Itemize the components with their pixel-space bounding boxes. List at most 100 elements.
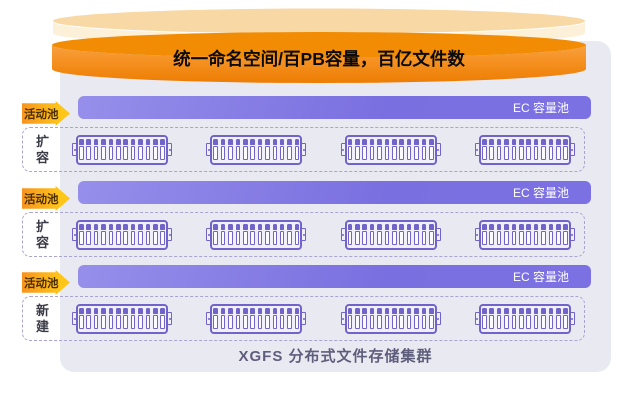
active-pool-label: 活动池	[24, 277, 59, 290]
disk-slot-icon	[123, 139, 128, 160]
disk-slot-icon	[86, 139, 92, 160]
storage-server-icon	[206, 134, 307, 165]
disk-slot-icon	[79, 308, 84, 329]
disk-slot-icon	[489, 308, 495, 329]
disk-slot-icon	[548, 308, 554, 329]
disk-slot-icon	[504, 308, 509, 329]
disk-slot-icon	[429, 224, 434, 245]
disk-slot-icon	[116, 224, 121, 245]
disk-slot-icon	[526, 139, 531, 160]
disk-slot-icon	[257, 308, 263, 329]
disk-slot-icon	[235, 139, 241, 160]
disk-slot-icon	[93, 139, 99, 160]
disk-slot-icon	[250, 308, 255, 329]
disk-slot-icon	[369, 139, 375, 160]
disk-slot-icon	[116, 308, 121, 329]
disk-slot-icon	[526, 224, 531, 245]
disk-slot-icon	[489, 224, 495, 245]
disk-slot-icon	[414, 308, 419, 329]
disk-slot-icon	[279, 224, 285, 245]
disk-slot-icon	[257, 139, 263, 160]
disk-slot-icon	[541, 308, 546, 329]
storage-server-icon	[474, 219, 575, 250]
disk-slot-icon	[272, 308, 278, 329]
disk-slot-icon	[392, 308, 397, 329]
disk-slot-icon	[347, 224, 353, 245]
disk-slot-icon	[392, 224, 397, 245]
disk-slot-icon	[406, 139, 412, 160]
disk-slot-icon	[235, 224, 241, 245]
disk-slot-icon	[362, 224, 368, 245]
disk-slot-icon	[355, 308, 360, 329]
disk-slot-icon	[421, 139, 427, 160]
disk-slot-icon	[242, 224, 248, 245]
disk-slot-icon	[93, 308, 99, 329]
disk-slot-icon	[272, 139, 278, 160]
disk-slot-icon	[429, 139, 434, 160]
cylinder-title: 统一命名空间/百PB容量，百亿文件数	[173, 49, 465, 69]
disk-slot-icon	[399, 308, 405, 329]
disk-slot-icon	[347, 139, 353, 160]
disk-slot-icon	[377, 308, 382, 329]
disk-slot-icon	[145, 139, 151, 160]
disk-slot-icon	[563, 139, 568, 160]
disk-slot-icon	[93, 224, 99, 245]
disk-slot-icon	[511, 308, 517, 329]
disk-slot-icon	[272, 224, 278, 245]
namespace-cylinder: 统一命名空间/百PB容量，百亿文件数	[52, 8, 586, 83]
server-chassis	[478, 219, 571, 250]
disk-slot-icon	[555, 308, 561, 329]
disk-slot-icon	[563, 308, 568, 329]
group-side-label: 新建	[35, 302, 49, 334]
server-chassis	[210, 303, 303, 334]
disk-slot-icon	[421, 224, 427, 245]
disk-slot-icon	[86, 224, 92, 245]
disk-slot-icon	[541, 224, 546, 245]
disk-slot-icon	[377, 139, 382, 160]
disk-slot-icon	[138, 139, 143, 160]
disk-slot-icon	[101, 308, 106, 329]
ec-pool-label: EC 容量池	[512, 270, 569, 284]
server-chassis	[210, 219, 303, 250]
disk-slot-icon	[145, 308, 151, 329]
disk-slot-icon	[414, 139, 419, 160]
disk-slot-icon	[235, 308, 241, 329]
disk-slot-icon	[533, 308, 539, 329]
server-chassis	[344, 219, 437, 250]
disk-slot-icon	[414, 224, 419, 245]
group-side-label: 扩容	[35, 133, 49, 165]
server-chassis	[76, 134, 168, 165]
disk-slot-icon	[399, 139, 405, 160]
server-chassis	[344, 134, 437, 165]
disk-slot-icon	[362, 139, 368, 160]
disk-slot-icon	[399, 224, 405, 245]
disk-slot-icon	[130, 224, 136, 245]
disk-slot-icon	[220, 224, 226, 245]
disk-slot-icon	[213, 139, 218, 160]
pale-cylinder-top	[53, 8, 585, 34]
server-list	[72, 297, 575, 340]
disk-slot-icon	[101, 224, 106, 245]
disk-slot-icon	[384, 308, 390, 329]
disk-slot-icon	[138, 308, 143, 329]
disk-slot-icon	[265, 308, 270, 329]
disk-slot-icon	[145, 224, 151, 245]
active-pool-label: 活动池	[24, 193, 59, 206]
disk-slot-icon	[160, 224, 165, 245]
ec-pool-bar: EC 容量池	[78, 181, 591, 204]
disk-slot-icon	[518, 224, 524, 245]
disk-slot-icon	[384, 224, 390, 245]
disk-slot-icon	[294, 139, 300, 160]
storage-server-icon	[72, 134, 172, 165]
disk-slot-icon	[482, 139, 487, 160]
disk-slot-icon	[511, 139, 517, 160]
server-chassis	[478, 303, 571, 334]
ec-pool-bar: EC 容量池	[78, 265, 591, 288]
disk-slot-icon	[563, 224, 568, 245]
disk-slot-icon	[362, 308, 368, 329]
disk-slot-icon	[406, 224, 412, 245]
disk-slot-icon	[265, 224, 270, 245]
disk-slot-icon	[489, 139, 495, 160]
rack-ear-icon	[301, 228, 307, 241]
storage-server-icon	[72, 303, 172, 334]
